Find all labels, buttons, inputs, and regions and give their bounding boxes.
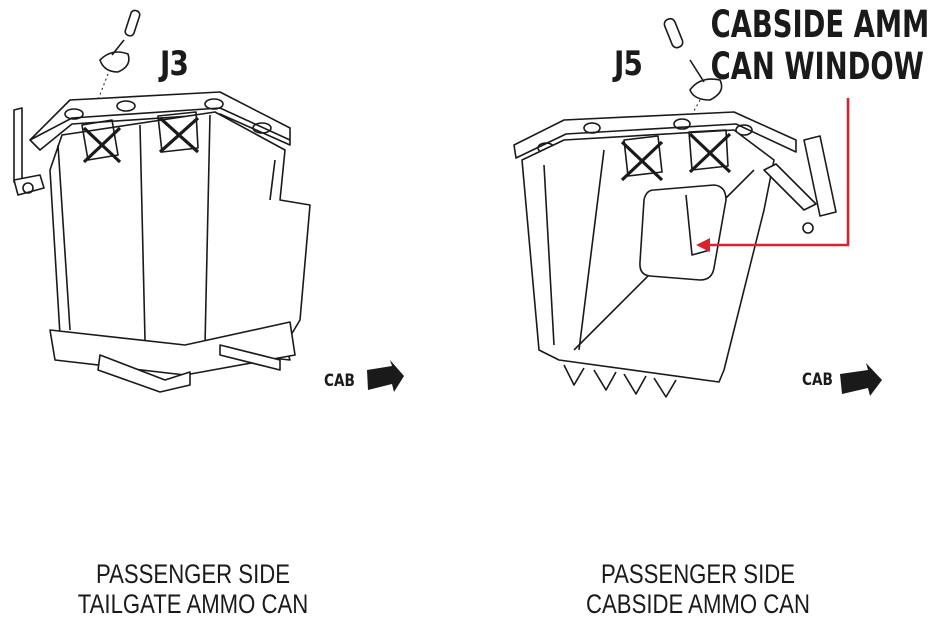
fastener-label-j5: J5 [614, 44, 643, 84]
cab-direction-label: CAB [324, 371, 355, 391]
push-pin-fastener-icon [663, 17, 723, 101]
fastener-label-j3: J3 [160, 44, 189, 84]
tailgate-ammo-can-panel: J3 CAB PASSENGER SIDE TAILGATE AMMO CAN [13, 9, 404, 619]
callout-line-2: CAN WINDOW [710, 45, 924, 88]
cabside-ammo-can-illustration [513, 17, 882, 398]
tailgate-ammo-can-illustration [13, 9, 404, 393]
window-callout-arrowhead-icon [696, 238, 710, 252]
caption-line-2: CABSIDE AMMO CAN [586, 589, 810, 619]
caption-line-1: PASSENGER SIDE [600, 559, 795, 589]
push-pin-fastener-icon [99, 9, 141, 73]
caption-line-1: PASSENGER SIDE [95, 559, 290, 589]
cabside-ammo-can-panel: J5 CABSIDE AMMO CAN WINDOW CAB PASSENGER… [464, 0, 928, 632]
window-callout-arrow [704, 98, 850, 247]
caption-line-2: TAILGATE AMMO CAN [77, 589, 309, 619]
cab-direction-arrow-icon [367, 360, 404, 392]
cabside-window-outline [639, 184, 727, 281]
callout-line-1: CABSIDE AMMO [710, 3, 928, 46]
cab-direction-arrow-icon [840, 363, 882, 396]
cab-direction-label: CAB [802, 370, 833, 390]
